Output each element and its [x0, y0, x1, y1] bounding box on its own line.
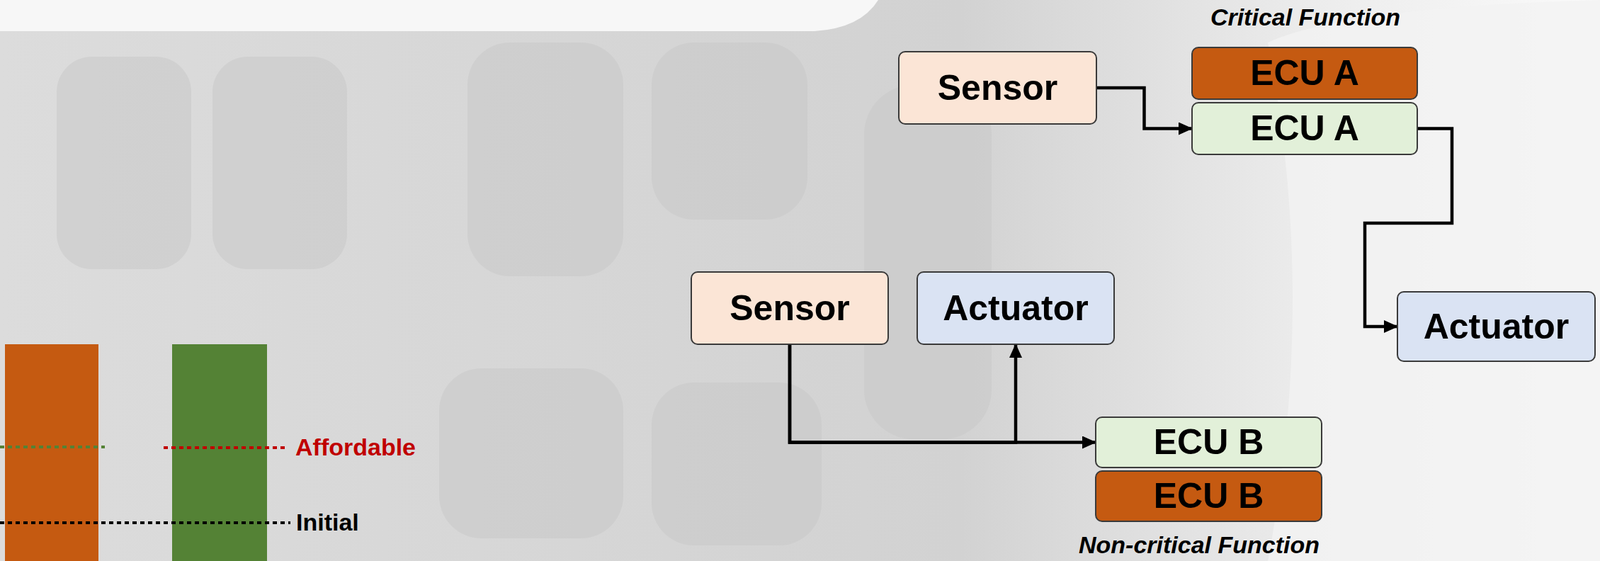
ecu-box: ECU B — [1094, 416, 1323, 469]
sensor-box: Sensor — [898, 50, 1098, 125]
box-text: ECU A — [1250, 53, 1360, 93]
box-text: Sensor — [937, 68, 1059, 108]
sensor-box: Sensor — [690, 271, 889, 345]
level-label: Affordable — [295, 433, 416, 462]
level-label: Initial — [296, 508, 360, 537]
level-line — [163, 446, 287, 450]
bar-orange — [4, 344, 99, 561]
box-text: ECU B — [1153, 476, 1265, 516]
box-text: Actuator — [1423, 307, 1570, 347]
ecu-box: ECU B — [1094, 470, 1323, 523]
function-label: Critical Function — [1210, 3, 1401, 32]
box-text: Sensor — [729, 288, 850, 328]
box-text: ECU A — [1250, 109, 1360, 149]
signal-arrow — [789, 344, 1016, 443]
box-text: ECU B — [1153, 422, 1265, 462]
function-label: Non-critical Function — [1078, 531, 1320, 559]
level-line — [0, 445, 105, 449]
actuator-box: Actuator — [1396, 291, 1596, 362]
box-text: Actuator — [942, 288, 1089, 328]
ecu-box: ECU A — [1191, 101, 1418, 156]
ecu-box: ECU A — [1191, 46, 1418, 100]
bar-green — [172, 344, 268, 561]
actuator-box: Actuator — [916, 271, 1115, 345]
signal-arrow — [789, 344, 1095, 443]
signal-arrow — [1097, 87, 1192, 129]
photo-band — [0, 0, 879, 32]
level-line — [0, 521, 291, 525]
